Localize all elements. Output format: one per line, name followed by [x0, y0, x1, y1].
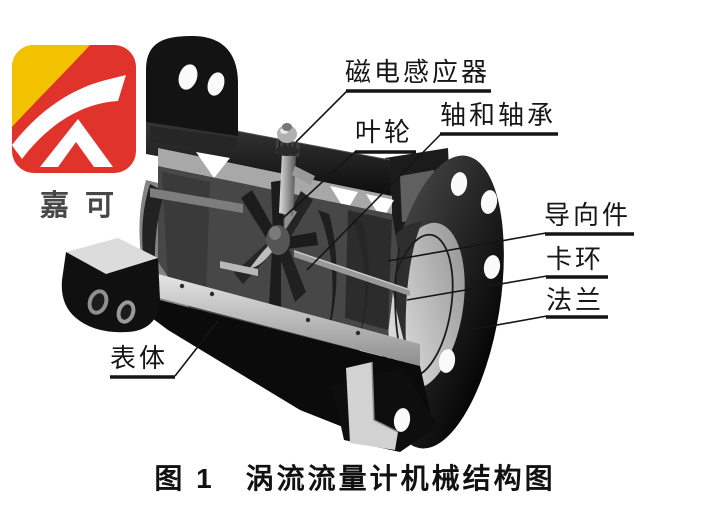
leader-lines: [174, 90, 548, 377]
brand-name: 嘉可: [40, 190, 131, 222]
jiake-logo-icon: [12, 45, 136, 173]
bolt-holes: [178, 64, 501, 432]
label-sensor: 磁电感应器: [345, 57, 491, 87]
impeller-part: [220, 180, 411, 309]
label-snap-ring: 卡环: [546, 244, 605, 274]
guide-vane-right-part: [318, 210, 337, 356]
figure-caption: 图 1 涡流流量计机械结构图: [154, 463, 556, 494]
sensor-part: [275, 123, 315, 216]
label-shaft-bearing: 轴和轴承: [440, 100, 557, 130]
label-underlines: [110, 89, 634, 379]
meter-body-bottom-part: [61, 238, 438, 452]
label-impeller: 叶轮: [355, 117, 414, 147]
shaft-part: [294, 250, 410, 296]
guide-vane-left-part: [142, 184, 165, 322]
label-flange: 法兰: [546, 285, 605, 315]
label-body: 表体: [110, 343, 169, 373]
label-guide: 导向件: [544, 200, 632, 230]
